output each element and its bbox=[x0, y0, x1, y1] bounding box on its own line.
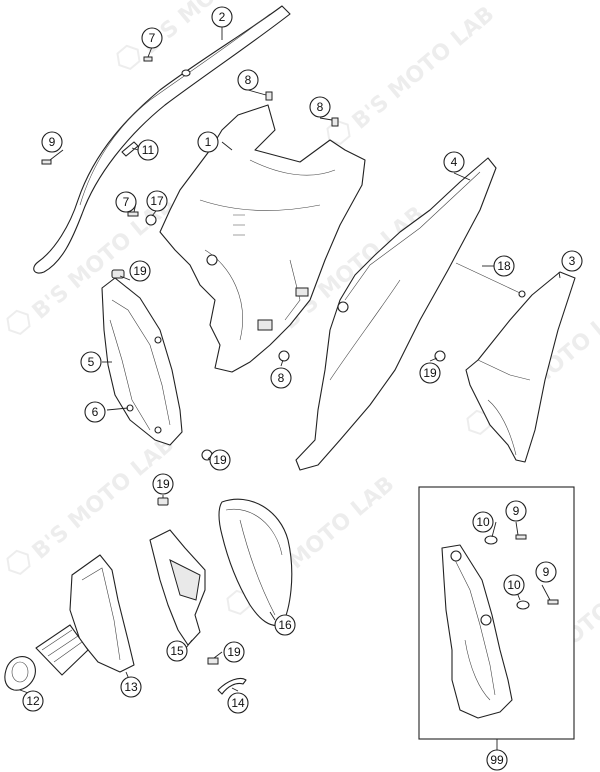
svg-text:5: 5 bbox=[88, 355, 95, 369]
svg-text:6: 6 bbox=[92, 405, 99, 419]
callout-part-11: 11 bbox=[137, 139, 159, 161]
part-filter-cage bbox=[101, 269, 183, 446]
svg-text:11: 11 bbox=[142, 143, 155, 157]
callout-part-10: 10 bbox=[472, 511, 494, 533]
callout-part-17: 17 bbox=[146, 190, 168, 212]
svg-text:8: 8 bbox=[278, 371, 285, 385]
svg-text:19: 19 bbox=[423, 366, 437, 380]
callout-part-8: 8 bbox=[309, 96, 331, 118]
svg-text:9: 9 bbox=[513, 504, 520, 518]
callout-part-15: 15 bbox=[166, 640, 188, 662]
svg-text:14: 14 bbox=[231, 696, 245, 710]
svg-text:8: 8 bbox=[317, 100, 324, 114]
svg-text:10: 10 bbox=[507, 578, 521, 592]
svg-text:9: 9 bbox=[543, 565, 550, 579]
svg-text:15: 15 bbox=[170, 644, 184, 658]
svg-text:2: 2 bbox=[219, 10, 226, 24]
callout-part-16: 16 bbox=[274, 614, 296, 636]
callout-part-9: 9 bbox=[41, 131, 63, 153]
callout-part-18: 18 bbox=[493, 255, 515, 277]
inset-kit-box bbox=[418, 486, 575, 754]
svg-text:9: 9 bbox=[49, 135, 56, 149]
part-clamp bbox=[217, 677, 247, 695]
svg-text:8: 8 bbox=[245, 73, 252, 87]
callout-part-6: 6 bbox=[84, 401, 106, 423]
callout-part-14: 14 bbox=[227, 692, 249, 714]
svg-text:12: 12 bbox=[26, 694, 40, 708]
svg-text:7: 7 bbox=[123, 195, 130, 209]
callout-part-19: 19 bbox=[129, 260, 151, 282]
svg-text:19: 19 bbox=[156, 477, 170, 491]
part-filter-holder bbox=[149, 497, 206, 646]
svg-text:19: 19 bbox=[133, 264, 147, 278]
part-number-plate bbox=[465, 271, 576, 463]
svg-text:3: 3 bbox=[569, 254, 576, 268]
callout-part-12: 12 bbox=[22, 690, 44, 712]
svg-text:7: 7 bbox=[149, 31, 156, 45]
svg-text:16: 16 bbox=[278, 618, 292, 632]
callout-part-8: 8 bbox=[270, 367, 292, 389]
callout-part-7: 7 bbox=[115, 191, 137, 213]
svg-text:18: 18 bbox=[497, 259, 511, 273]
callout-part-13: 13 bbox=[120, 676, 142, 698]
svg-text:4: 4 bbox=[451, 155, 458, 169]
part-trim-strip bbox=[33, 5, 291, 274]
svg-text:19: 19 bbox=[227, 645, 241, 659]
fasteners bbox=[41, 56, 526, 665]
callout-part-10: 10 bbox=[503, 574, 525, 596]
part-air-box bbox=[159, 104, 366, 373]
callout-part-19: 19 bbox=[419, 362, 441, 384]
callout-part-1: 1 bbox=[197, 131, 219, 153]
svg-text:99: 99 bbox=[490, 753, 504, 767]
callout-part-19: 19 bbox=[152, 473, 174, 495]
callout-part-9: 9 bbox=[535, 561, 557, 583]
part-intake-boot bbox=[4, 554, 135, 691]
callout-part-3: 3 bbox=[561, 250, 583, 272]
callout-labels: 2 7 8 8 1 9 11 4 bbox=[22, 6, 583, 771]
callout-part-19: 19 bbox=[223, 641, 245, 663]
svg-text:13: 13 bbox=[124, 680, 138, 694]
callout-part-99: 99 bbox=[486, 749, 508, 771]
callout-part-8: 8 bbox=[237, 69, 259, 91]
svg-text:1: 1 bbox=[205, 135, 212, 149]
part-side-panel bbox=[295, 157, 497, 471]
callout-part-4: 4 bbox=[443, 151, 465, 173]
callout-part-5: 5 bbox=[80, 351, 102, 373]
watermark-text: B'S MOTO LAB bbox=[348, 2, 500, 135]
callout-part-2: 2 bbox=[211, 6, 233, 28]
svg-text:10: 10 bbox=[476, 515, 490, 529]
callout-part-19: 19 bbox=[209, 449, 231, 471]
callout-part-9: 9 bbox=[505, 500, 527, 522]
callout-part-7: 7 bbox=[141, 27, 163, 49]
svg-text:19: 19 bbox=[213, 453, 227, 467]
part-air-filter bbox=[218, 498, 293, 627]
svg-text:17: 17 bbox=[150, 194, 164, 208]
